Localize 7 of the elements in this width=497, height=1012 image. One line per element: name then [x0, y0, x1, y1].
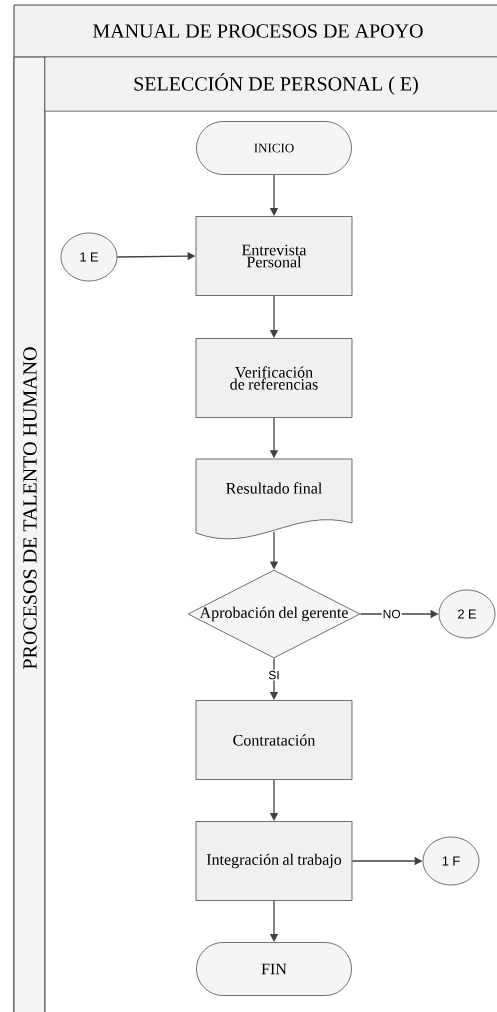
lane-band: PROCESOS DE TALENTO HUMANO	[13, 56, 46, 1012]
process-box: Contratación	[195, 700, 353, 780]
process-box: Verificación de referencias	[195, 338, 353, 418]
process-box: Entrevista Personal	[195, 216, 353, 296]
process-box: Integración al trabajo	[195, 821, 353, 901]
edge-label: SI	[267, 669, 281, 681]
edge-label: NO	[381, 608, 402, 620]
